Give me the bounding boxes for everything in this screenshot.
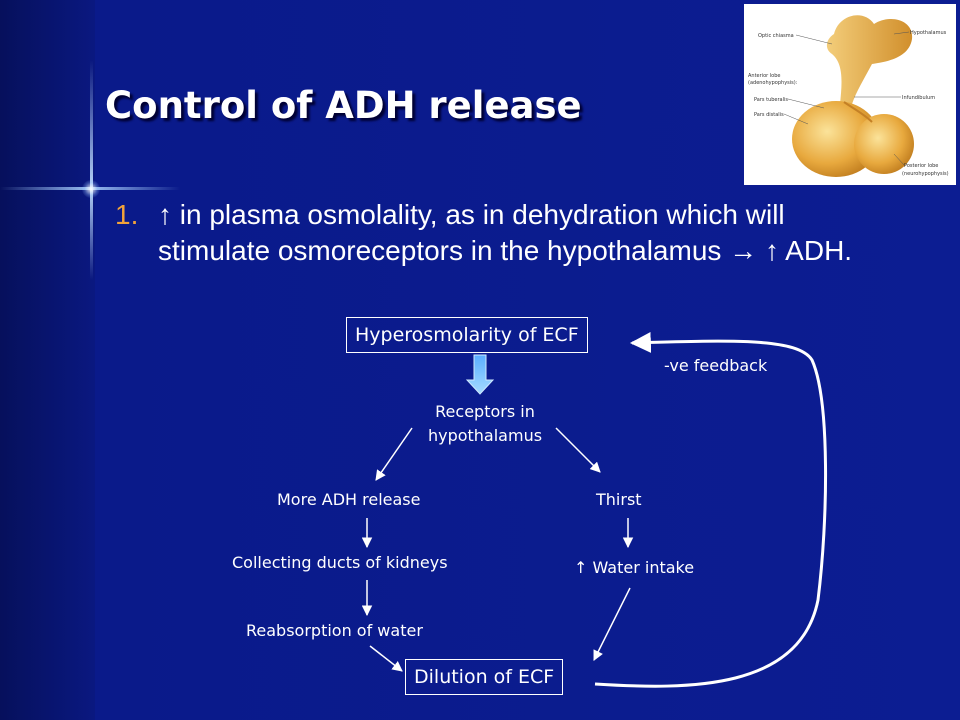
label-infundibulum: Infundibulum [902,95,935,101]
arrow-receptors-to-thirst [555,427,601,473]
node-receptors-line1: Receptors in [435,402,535,421]
light-flare-vertical [90,60,93,280]
node-more-adh: More ADH release [277,490,421,509]
arrow-receptors-to-adh [375,427,413,481]
bullet-text: ↑ in plasma osmolality, as in dehydratio… [158,199,853,266]
label-pars-distalis: Pars distalis [754,112,784,118]
feedback-loop-arrow [594,331,828,688]
hypothalamus-shape [826,15,913,104]
left-band [0,0,95,720]
light-flare-center [82,180,100,198]
slide-title: Control of ADH release [105,84,582,127]
arrow-reabsorption-to-dilution [369,645,403,672]
label-anterior-lobe: Anterior lobe [748,73,780,79]
posterior-lobe-shape [854,114,914,174]
node-receptors: Receptors in hypothalamus [400,400,570,448]
node-collecting: Collecting ducts of kidneys [232,553,448,572]
bullet-number: 1. [115,199,139,230]
label-pars-tuberalis: Pars tuberalis [754,97,788,103]
label-hypothalamus: Hypothalamus [910,30,947,36]
node-water-intake: ↑ Water intake [574,558,695,577]
node-receptors-line2: hypothalamus [427,426,543,445]
label-optic-chiasma: Optic chiasma [758,33,794,39]
label-adenohypophysis: (adenohypophysis): [748,80,798,86]
node-reabsorption: Reabsorption of water [246,621,423,640]
node-dilution: Dilution of ECF [405,659,564,695]
pituitary-illustration: Optic chiasma Anterior lobe (adenohypoph… [744,4,956,185]
infundibulum-shape [843,101,873,123]
label-feedback: -ve feedback [664,356,768,375]
down-arrow-big [465,354,495,395]
label-posterior-lobe: Posterior lobe [904,163,938,169]
node-hyperosmolarity: Hyperosmolarity of ECF [346,317,588,353]
node-thirst: Thirst [596,490,642,509]
arrow-water-to-dilution [593,587,631,661]
label-neurohypophysis: (neurohypophysis) [902,171,949,177]
